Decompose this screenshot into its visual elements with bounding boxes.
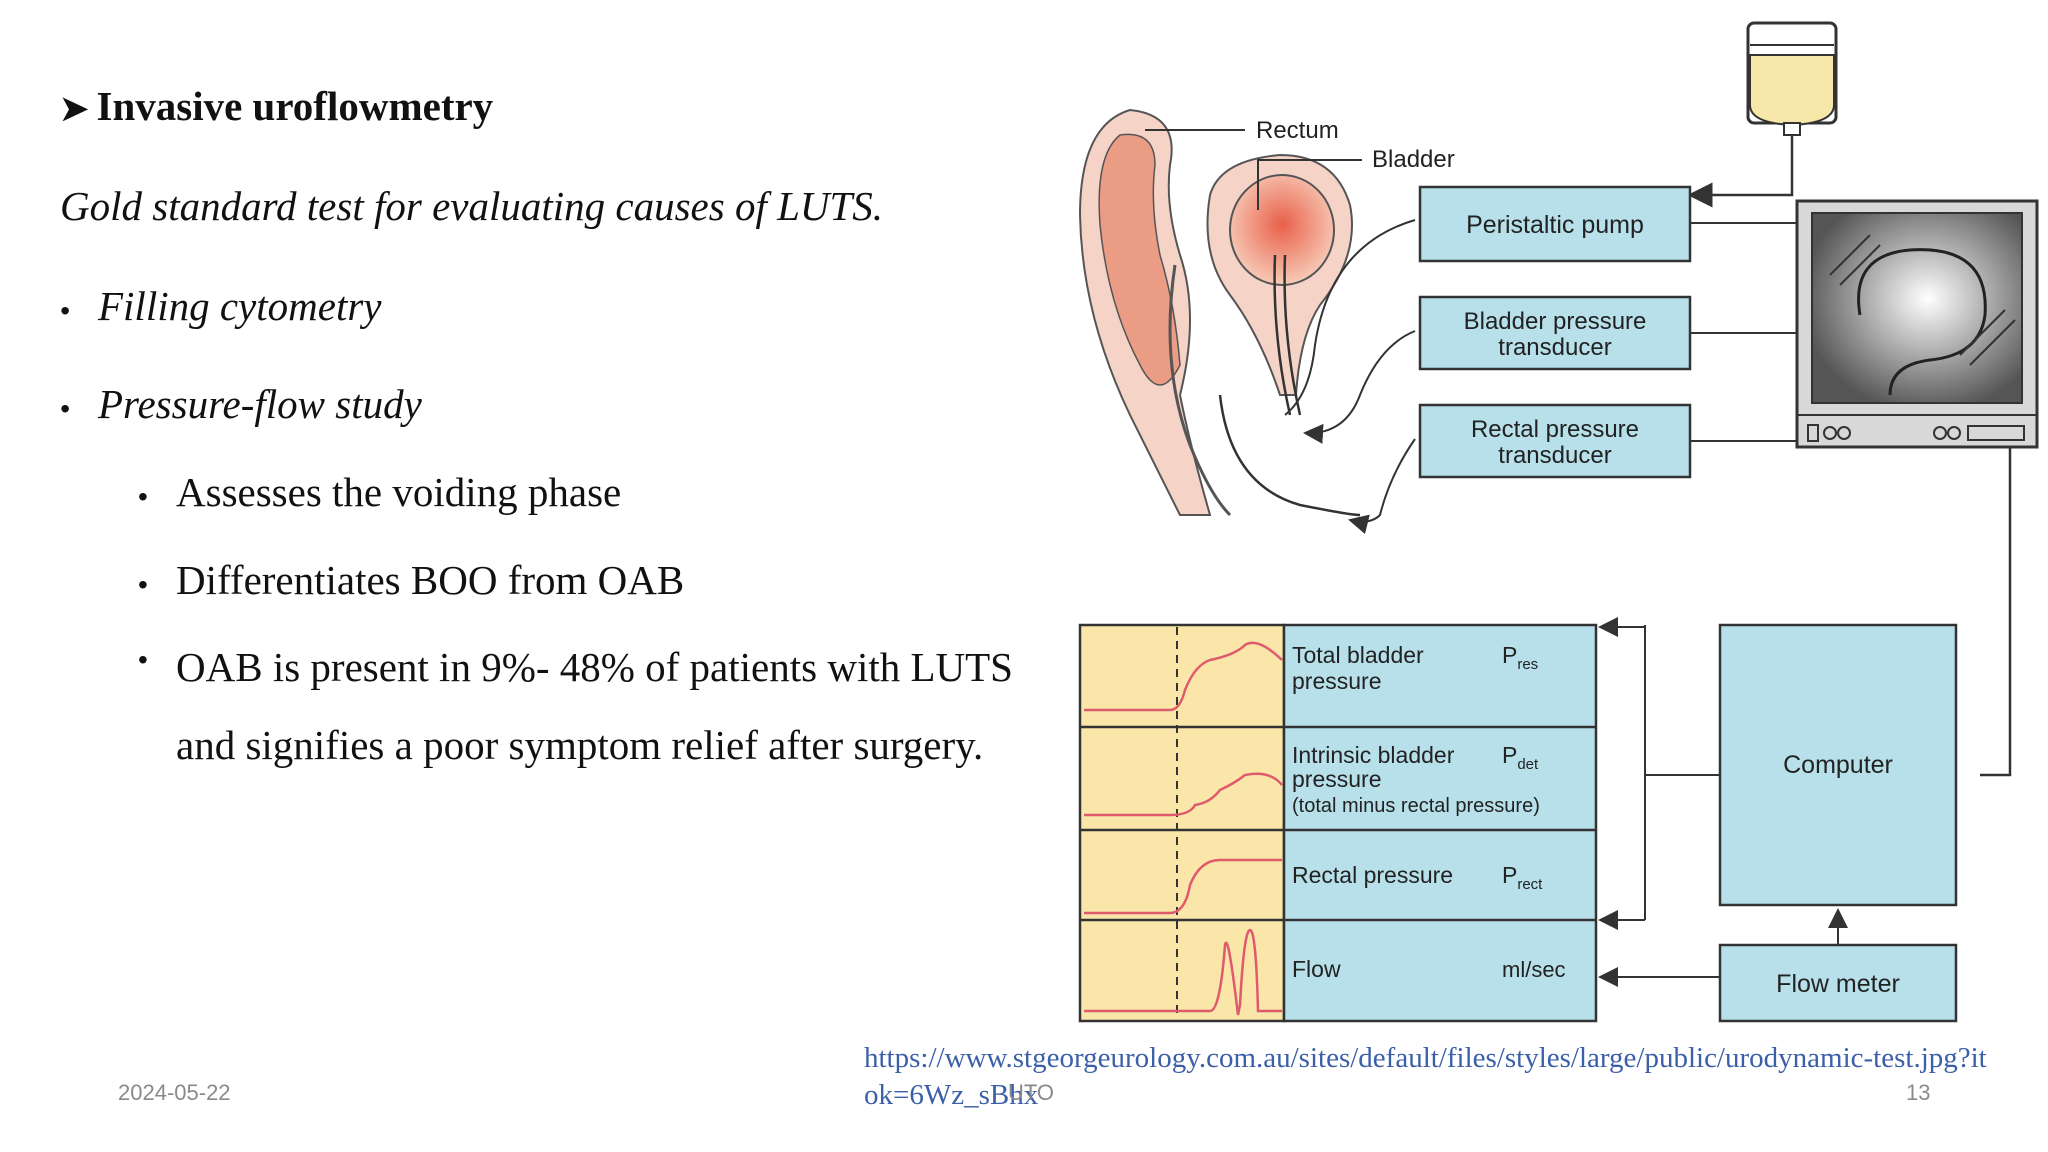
trace-symbol: Prect — [1502, 862, 1543, 893]
slide-subtitle: Gold standard test for evaluating causes… — [60, 183, 884, 229]
bullet-text: Assesses the voiding phase — [176, 469, 622, 515]
trace-symbol: ml/sec — [1502, 957, 1566, 982]
slide-heading: ➤ Invasive uroflowmetry — [60, 82, 493, 130]
bullet-dot-icon: • — [138, 481, 148, 512]
footer-center-text: UTO — [1008, 1080, 1055, 1105]
bladder-transducer-label: transducer — [1498, 334, 1611, 361]
connector-line — [1348, 438, 1416, 535]
bullet-dot-icon: • — [138, 569, 148, 600]
trace-symbol: Pdet — [1502, 742, 1539, 773]
bullet-item: • Pressure-flow study — [60, 380, 422, 428]
pump-label: Peristaltic pump — [1466, 211, 1644, 239]
rectum-label: Rectum — [1256, 117, 1339, 144]
rectal-transducer-label: Rectal pressure — [1471, 416, 1639, 443]
trace-line — [1084, 858, 1282, 915]
monitor-icon — [1795, 199, 2039, 449]
connector-line — [1980, 447, 2012, 777]
trace-line — [1084, 928, 1282, 1016]
iv-bag-icon — [1746, 21, 1838, 136]
trace-label: (total minus rectal pressure) — [1292, 795, 1540, 817]
trace-label: Rectal pressure — [1292, 862, 1453, 888]
flow-meter-label: Flow meter — [1776, 970, 1900, 998]
footer-date: 2024-05-22 — [118, 1080, 231, 1105]
trace-label: Intrinsic bladder — [1292, 742, 1455, 768]
urodynamics-diagram: Rectum Bladder Peristaltic pump Bladder … — [1078, 21, 2039, 1023]
heading-text: Invasive uroflowmetry — [96, 83, 494, 129]
source-link[interactable]: https://www.stgeorgeurology.com.au/sites… — [864, 1042, 1987, 1111]
bullet-dot-icon: • — [60, 393, 70, 424]
bladder-leader — [1257, 159, 1362, 210]
bullet-text: Pressure-flow study — [98, 381, 422, 427]
sub-bullet-item: • Assesses the voiding phase — [138, 468, 621, 516]
rectal-transducer-box — [1418, 403, 1692, 479]
bullet-text: Filling cytometry — [98, 283, 382, 329]
rectal-transducer-label: transducer — [1498, 442, 1611, 469]
trace-symbol: Pres — [1502, 642, 1538, 673]
tube-line — [1687, 135, 1794, 208]
connector-line — [1284, 219, 1416, 416]
trace-line — [1084, 641, 1283, 712]
arrow-bullet-icon: ➤ — [60, 91, 89, 128]
sub-bullet-item: • Differentiates BOO from OAB — [138, 556, 684, 604]
trace-label: pressure — [1292, 766, 1381, 792]
bullet-text: OAB is present in 9%- 48% of patients wi… — [176, 644, 1013, 768]
bullet-item: • Filling cytometry — [60, 282, 382, 330]
flow-meter-box — [1718, 943, 1958, 1023]
trace-label: Total bladder — [1292, 642, 1424, 668]
bladder-label: Bladder — [1372, 146, 1455, 173]
connector-line — [1303, 330, 1416, 444]
bullet-dot-icon: • — [60, 295, 70, 326]
computer-box — [1718, 623, 1958, 907]
bullet-text: Differentiates BOO from OAB — [176, 557, 685, 603]
trace-label: pressure — [1292, 668, 1381, 694]
bladder-transducer-box — [1418, 295, 1692, 371]
bullet-dot-icon: • — [138, 644, 148, 675]
sub-bullet-item: • OAB is present in 9%- 48% of patients … — [138, 644, 1056, 784]
computer-label: Computer — [1783, 751, 1893, 779]
slide-number: 13 — [1906, 1080, 1931, 1105]
trace-line — [1084, 772, 1283, 817]
trace-label: Flow — [1292, 956, 1341, 982]
bladder-transducer-label: Bladder pressure — [1464, 308, 1647, 335]
pressure-trace-panel: Total bladder pressure Pres Intrinsic bl… — [1078, 623, 1598, 1023]
anatomy-illustration — [1078, 108, 1361, 517]
